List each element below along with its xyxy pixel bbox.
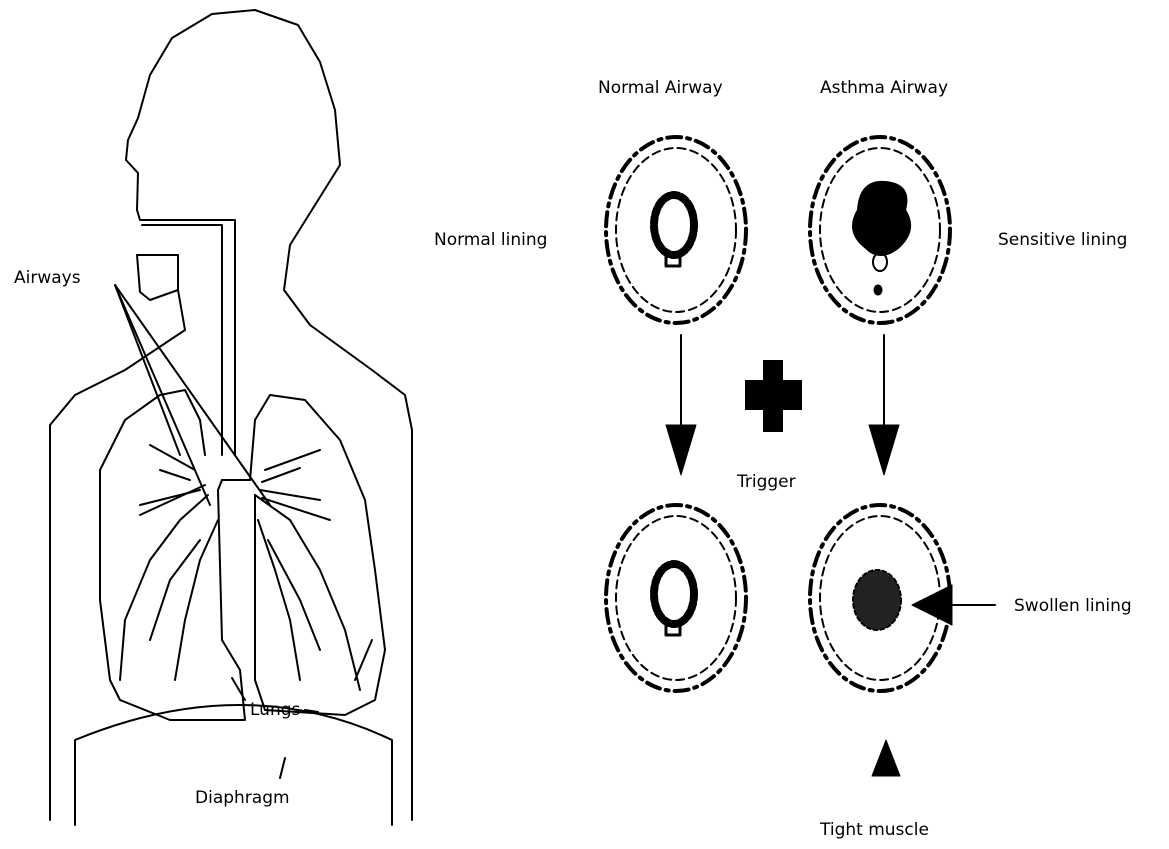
label-lungs: Lungs xyxy=(250,700,300,720)
arrow-down-icon xyxy=(666,335,696,475)
lungs-drawing xyxy=(100,390,385,720)
label-sensitive-lining: Sensitive lining xyxy=(998,230,1127,250)
airway-asthma-bottom xyxy=(810,505,995,776)
plus-icon xyxy=(745,360,802,432)
body-outline xyxy=(50,10,412,825)
label-trigger: Trigger xyxy=(737,472,796,492)
airway-normal-bottom xyxy=(606,505,746,691)
airway-asthma-top xyxy=(810,137,950,323)
airway-normal-top xyxy=(606,137,746,323)
label-tight-muscle: Tight muscle xyxy=(820,820,929,840)
label-asthma-airway: Asthma Airway xyxy=(820,78,948,98)
label-swollen-lining: Swollen lining xyxy=(1014,596,1132,616)
arrow-down-icon xyxy=(869,335,899,475)
label-diaphragm: Diaphragm xyxy=(195,788,290,808)
label-normal-lining: Normal lining xyxy=(434,230,547,250)
label-normal-airway: Normal Airway xyxy=(598,78,723,98)
label-airways: Airways xyxy=(14,268,81,288)
